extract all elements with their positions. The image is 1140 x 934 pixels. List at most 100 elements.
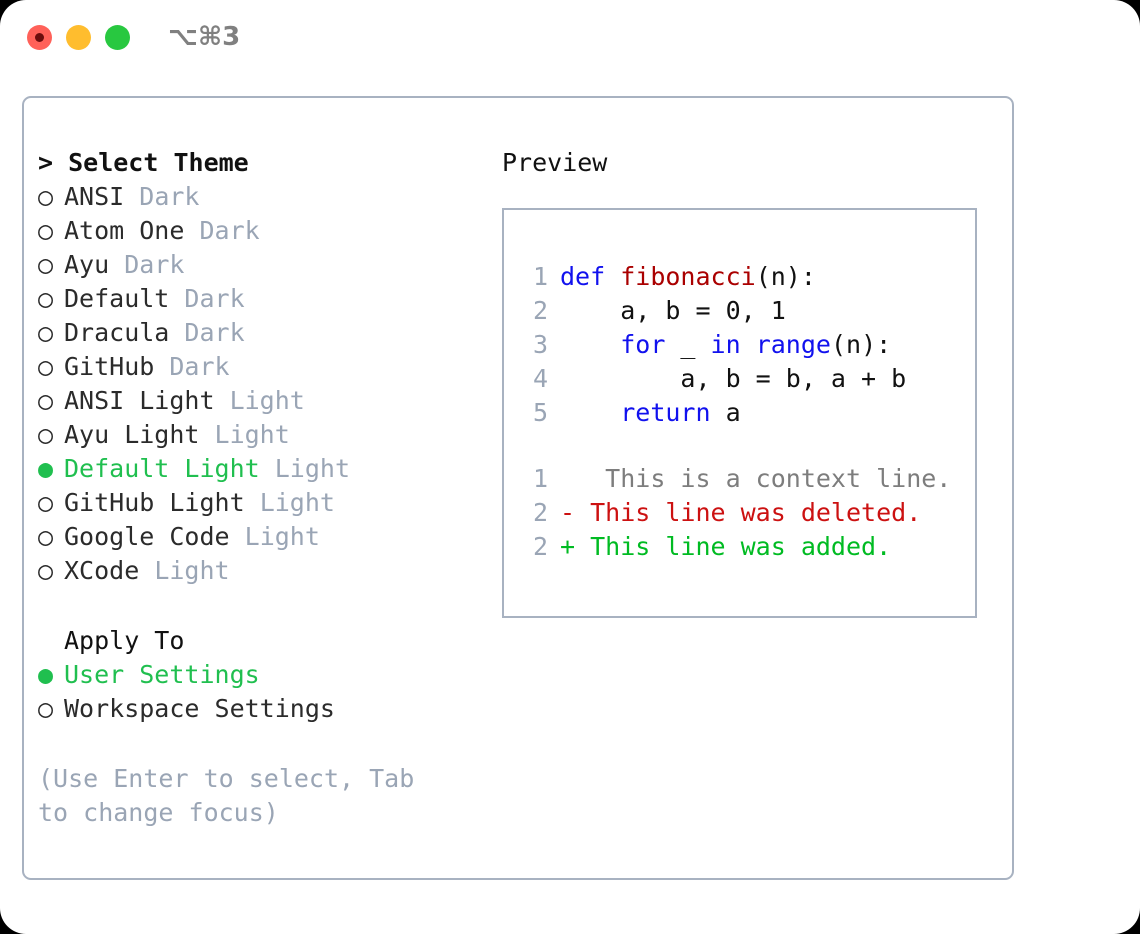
theme-option-label: ANSI	[64, 182, 125, 211]
apply-to-header: Apply To	[64, 626, 185, 655]
theme-option[interactable]: ○ ANSI Light Light	[38, 384, 498, 418]
code-token: def	[560, 262, 606, 291]
theme-variant-badge: Light	[154, 556, 230, 585]
keyboard-shortcut-label: ⌥⌘3	[168, 22, 241, 52]
code-token: return	[620, 398, 711, 427]
radio-unselected-icon: ○	[38, 420, 54, 449]
theme-option[interactable]: ○ Dracula Dark	[38, 316, 498, 350]
code-token: a	[710, 398, 741, 427]
theme-option-label: Default	[64, 284, 170, 313]
theme-option[interactable]: ○ Ayu Light Light	[38, 418, 498, 452]
code-token	[560, 398, 620, 427]
traffic-lights	[27, 25, 130, 50]
apply-to-option-label: User Settings	[64, 660, 260, 689]
theme-variant-badge: Dark	[184, 284, 245, 313]
theme-option[interactable]: ●Default Light Light	[38, 452, 498, 486]
apply-to-option-label: Workspace Settings	[64, 694, 335, 723]
code-line: 4 a, b = b, a + b	[522, 362, 969, 396]
theme-variant-badge: Dark	[139, 182, 200, 211]
theme-variant-badge: Light	[274, 454, 350, 483]
theme-option-label: Default Light	[64, 454, 260, 483]
theme-option-label: ANSI Light	[64, 386, 215, 415]
theme-option[interactable]: ○ Atom One Dark	[38, 214, 498, 248]
theme-variant-badge: Light	[259, 488, 335, 517]
apply-to-options: ● User Settings ○ Workspace Settings	[38, 658, 498, 726]
diff-line-context: 1 This is a context line.	[522, 462, 969, 496]
minimize-button-icon[interactable]	[66, 25, 91, 50]
theme-variant-badge: Dark	[124, 250, 185, 279]
code-line: 3 for _ in range(n):	[522, 328, 969, 362]
radio-unselected-icon: ○	[38, 386, 54, 415]
diff-line-removed: 2- This line was deleted.	[522, 496, 969, 530]
zoom-button-icon[interactable]	[105, 25, 130, 50]
radio-unselected-icon: ○	[38, 250, 54, 279]
diff-text: This line was deleted.	[575, 498, 922, 527]
radio-unselected-icon: ○	[38, 284, 54, 313]
radio-unselected-icon: ○	[38, 216, 54, 245]
diff-sign	[560, 464, 575, 493]
line-number: 4	[532, 364, 548, 393]
line-number: 2	[532, 532, 548, 561]
theme-variant-badge: Light	[229, 386, 305, 415]
preview-title: Preview	[502, 148, 608, 177]
theme-variant-badge: Dark	[199, 216, 260, 245]
theme-variant-badge: Dark	[184, 318, 245, 347]
theme-option-label: GitHub	[64, 352, 155, 381]
theme-option[interactable]: ○GitHub Light Light	[38, 486, 498, 520]
code-token: for	[620, 330, 666, 359]
code-token	[605, 262, 620, 291]
radio-unselected-icon: ○	[38, 488, 54, 517]
radio-unselected-icon: ○	[38, 182, 54, 211]
code-line: 5 return a	[522, 396, 969, 430]
close-button-icon[interactable]	[27, 25, 52, 50]
main-panel: > Select Theme ○ANSI Dark○Atom One Dark○…	[22, 96, 1014, 880]
theme-option[interactable]: ○Google Code Light	[38, 520, 498, 554]
theme-option[interactable]: ○ Default Dark	[38, 282, 498, 316]
radio-unselected-icon: ○	[38, 352, 54, 381]
line-number: 2	[532, 498, 548, 527]
code-token	[741, 330, 756, 359]
theme-variant-badge: Dark	[169, 352, 230, 381]
code-token: a, b = b, a + b	[560, 364, 907, 393]
line-number: 1	[532, 464, 548, 493]
code-token: (n):	[830, 330, 892, 359]
apply-to-option[interactable]: ● User Settings	[38, 658, 498, 692]
theme-variant-badge: Light	[214, 420, 290, 449]
theme-option-label: Dracula	[64, 318, 170, 347]
code-line: 2 a, b = 0, 1	[522, 294, 969, 328]
code-token: in	[710, 330, 741, 359]
title-bar: ⌥⌘3	[0, 0, 1140, 78]
code-token: _	[665, 330, 711, 359]
code-token	[560, 330, 620, 359]
radio-unselected-icon: ○	[38, 318, 54, 347]
spacer	[38, 588, 498, 624]
theme-option[interactable]: ○ ANSI Dark	[38, 180, 498, 214]
line-number: 3	[532, 330, 548, 359]
theme-option-label: Ayu Light	[64, 420, 200, 449]
radio-unselected-icon: ○	[38, 694, 54, 723]
theme-option[interactable]: ○ GitHub Dark	[38, 350, 498, 384]
theme-option-label: Google Code	[64, 522, 230, 551]
diff-text: This line was added.	[575, 532, 892, 561]
theme-list: ○ANSI Dark○Atom One Dark○Ayu Dark○Defaul…	[38, 180, 498, 588]
theme-picker-column: > Select Theme ○ANSI Dark○Atom One Dark○…	[38, 146, 498, 830]
diff-text: This is a context line.	[575, 464, 952, 493]
diff-line-added: 2 + This line was added.	[522, 530, 969, 564]
radio-selected-icon: ●	[38, 660, 54, 689]
select-theme-header: > Select Theme	[38, 148, 249, 177]
theme-option[interactable]: ○XCode Light	[38, 554, 498, 588]
code-token: (n):	[755, 262, 816, 291]
radio-unselected-icon: ○	[38, 522, 54, 551]
theme-option[interactable]: ○Ayu Dark	[38, 248, 498, 282]
apply-to-option[interactable]: ○ Workspace Settings	[38, 692, 498, 726]
diff-sign: +	[560, 532, 576, 561]
diff-sample: 1 This is a context line.2- This line wa…	[522, 462, 969, 564]
theme-option-label: Atom One	[64, 216, 185, 245]
diff-sign: -	[560, 498, 576, 527]
keyboard-hint-text: (Use Enter to select, Tab to change focu…	[38, 764, 430, 827]
radio-unselected-icon: ○	[38, 556, 54, 585]
